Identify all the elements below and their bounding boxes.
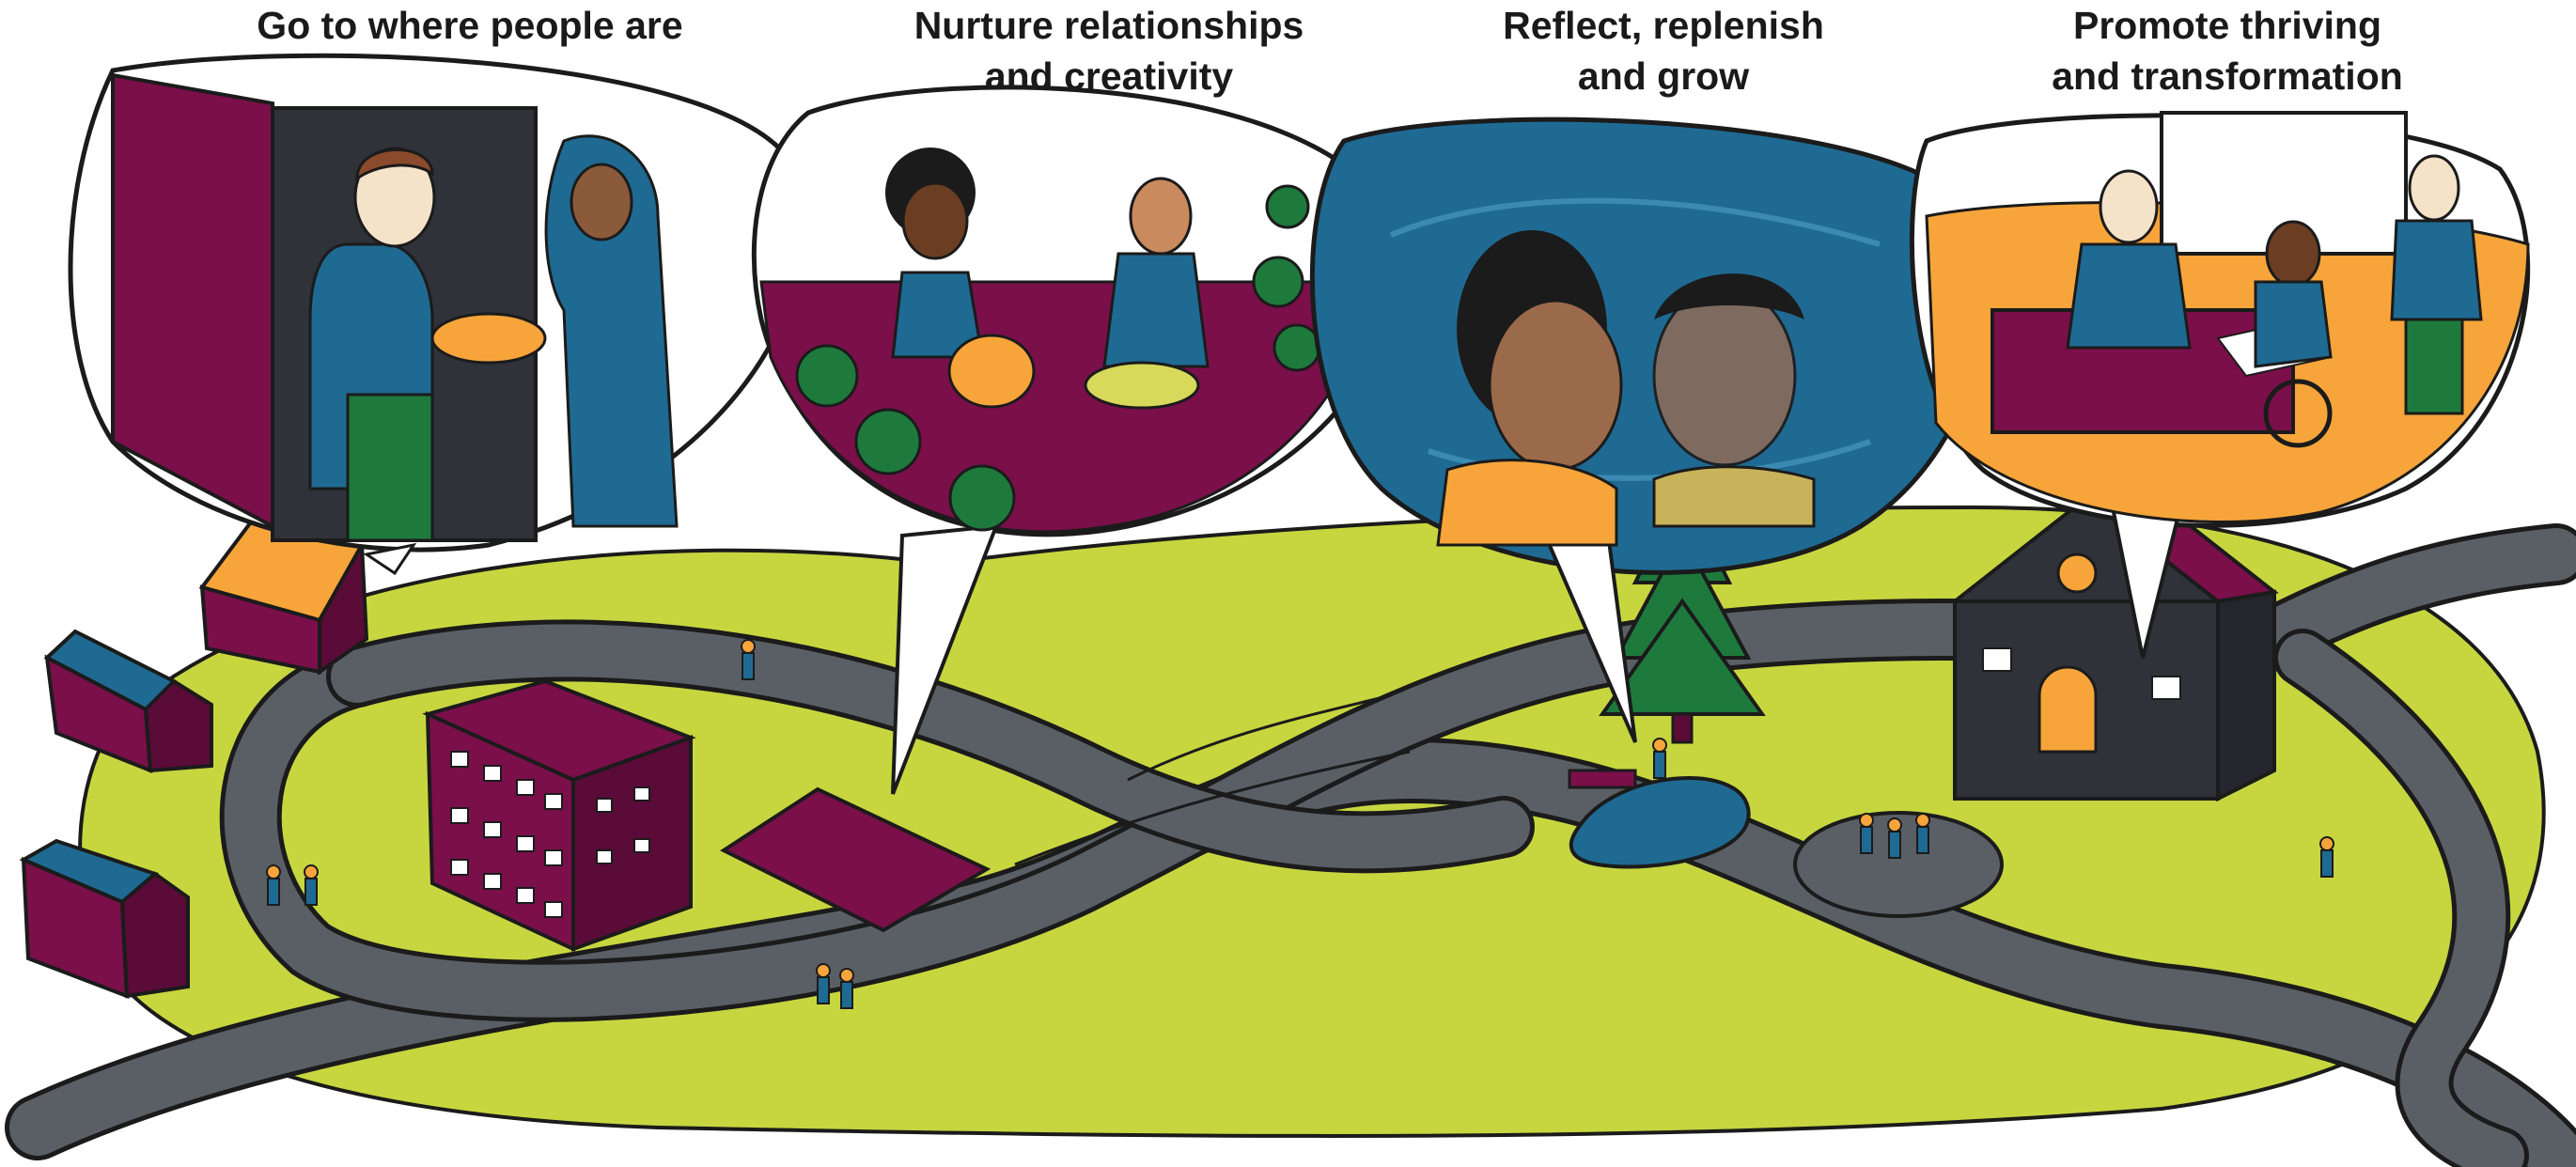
road-right [2278, 633, 2524, 1167]
house-teal-roof [19, 838, 190, 999]
scene-bubble-garden [751, 85, 1401, 795]
heading-line: and grow [1577, 54, 1750, 98]
heading-nurture-relationships: Nurture relationships and creativity [808, 0, 1410, 101]
house-teal-roof [43, 629, 213, 774]
bench [1568, 769, 1637, 789]
apartment-building [422, 678, 696, 953]
heading-line: Reflect, replenish [1503, 4, 1824, 47]
heading-promote-thriving: Promote thriving and transformation [1927, 0, 2528, 101]
heading-line: and transformation [2052, 54, 2403, 98]
heading-line: Promote thriving [2072, 4, 2382, 47]
heading-line: Nurture relationships [913, 4, 1304, 47]
person-figures [266, 639, 2334, 1009]
scene-bubble-doorway [68, 53, 805, 576]
pond [1569, 775, 1751, 869]
road-loop [331, 624, 1530, 869]
heading-go-to-where-people-are: Go to where people are [150, 0, 789, 51]
plaza [1793, 811, 2004, 918]
scene-bubble-reflection [1309, 117, 1985, 743]
scene-bubble-meeting [1909, 111, 2531, 659]
road-right [2210, 528, 2576, 684]
heading-line: Go to where people are [257, 4, 683, 47]
garden-plot [719, 786, 991, 933]
bridge-railing [1014, 693, 1411, 866]
heading-reflect-replenish: Reflect, replenish and grow [1400, 0, 1927, 101]
